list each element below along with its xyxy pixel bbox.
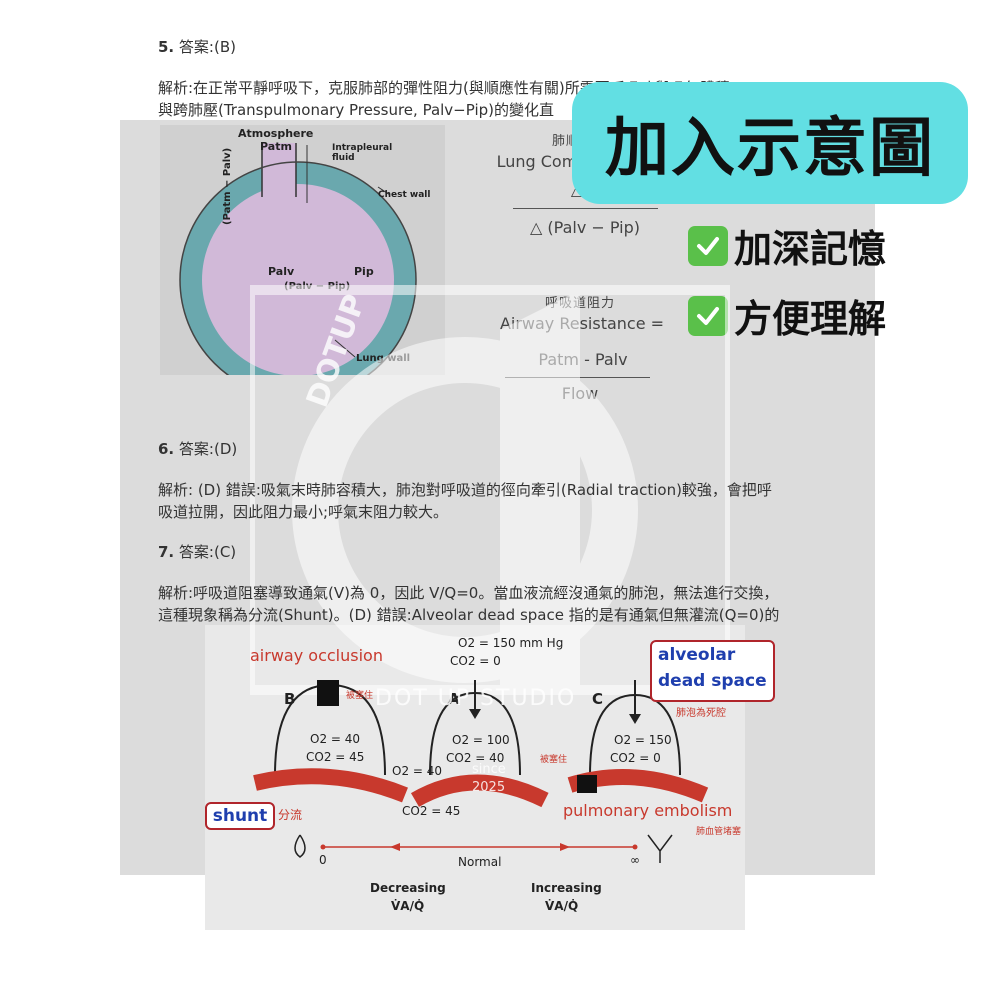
embolism-label: pulmonary embolism xyxy=(563,801,733,820)
q6-heading: 6. 答案:(D) xyxy=(158,440,238,458)
bullet-memory-label: 加深記憶 xyxy=(734,227,887,271)
c-co2: CO2 = 0 xyxy=(610,751,661,765)
label-a: A xyxy=(448,690,460,708)
alveolus-small-icon xyxy=(294,834,306,858)
intrapleural-label: Intrapleural xyxy=(332,143,393,153)
increasing-ratio: V̇A/Q̇ xyxy=(545,899,579,913)
blocked-note-b: 被塞住 xyxy=(346,691,374,701)
dead-space-note: 肺泡為死腔 xyxy=(676,708,726,719)
blocked-note-c: 被塞住 xyxy=(540,755,568,765)
q6-explanation-line2: 吸道拉開，因此阻力最小;呼氣末阻力較大。 xyxy=(158,503,449,521)
dead-space-box: alveolar dead space xyxy=(650,640,775,702)
b-co2: CO2 = 45 xyxy=(306,750,365,764)
c-o2: O2 = 150 xyxy=(614,733,672,747)
vq-diagram-svg xyxy=(253,680,709,863)
palv-label: Palv xyxy=(268,265,295,278)
label-c: C xyxy=(592,690,604,708)
airway-branch-icon xyxy=(647,834,673,863)
shunt-note: 分流 xyxy=(278,808,303,822)
top-o2: O2 = 150 mm Hg xyxy=(458,636,564,650)
q7-explanation-line2: 這種現象稱為分流(Shunt)。(D) 錯誤:Alveolar dead spa… xyxy=(158,606,780,624)
check-icon xyxy=(688,225,728,266)
q5-heading: 5. 答案:(B) xyxy=(158,38,236,56)
airway-occlusion-plug xyxy=(317,680,339,706)
patm-label: Patm xyxy=(260,140,292,153)
vessel-b xyxy=(253,768,408,803)
watermark-brand: DOT UP STUDIO xyxy=(375,686,577,711)
axis-infinity: ∞ xyxy=(630,853,640,867)
b-o2: O2 = 40 xyxy=(310,732,361,746)
embolism-note: 肺血管堵塞 xyxy=(696,827,742,837)
dead-space-line2: dead space xyxy=(658,671,767,691)
watermark-year: 2025 xyxy=(472,780,506,795)
dotup-watermark-logo xyxy=(250,285,730,695)
a-co2: CO2 = 40 xyxy=(446,751,505,765)
watermark-since: since xyxy=(472,762,506,777)
decreasing-label: Decreasing xyxy=(370,881,446,895)
axis-normal: Normal xyxy=(458,855,502,869)
bullet-memory: 加深記憶 xyxy=(688,218,886,273)
compliance-denominator: △ (Palv − Pip) xyxy=(530,218,640,237)
chest-wall-label: Chest wall xyxy=(378,190,431,200)
top-co2: CO2 = 0 xyxy=(450,654,501,668)
increasing-label: Increasing xyxy=(531,881,602,895)
q5-explanation-line2: 與跨肺壓(Transpulmonary Pressure, Palv−Pip)的… xyxy=(158,101,555,119)
blood-o2: O2 = 40 xyxy=(392,764,443,778)
vessel-a xyxy=(410,774,549,808)
airway-tube xyxy=(262,143,296,223)
blood-co2: CO2 = 45 xyxy=(402,804,461,818)
fluid-label: fluid xyxy=(332,153,355,163)
patm-minus-palv-label: (Patm − Palv) xyxy=(222,147,233,225)
axis-zero: 0 xyxy=(319,853,327,867)
embolism-block xyxy=(577,775,597,793)
atmosphere-label: Atmosphere xyxy=(238,127,314,140)
decreasing-ratio: V̇A/Q̇ xyxy=(391,899,425,913)
check-icon xyxy=(688,295,728,336)
bullet-understanding-label: 方便理解 xyxy=(734,297,887,341)
add-diagram-badge: 加入示意圖 xyxy=(572,82,968,204)
shunt-box: shunt xyxy=(205,802,275,830)
pip-label: Pip xyxy=(354,265,374,278)
dead-space-line1: alveolar xyxy=(658,645,736,665)
label-b: B xyxy=(284,690,296,708)
compliance-fraction-bar xyxy=(513,208,658,209)
q7-heading: 7. 答案:(C) xyxy=(158,543,237,561)
a-o2: O2 = 100 xyxy=(452,733,510,747)
bullet-understanding: 方便理解 xyxy=(688,288,886,343)
airway-occlusion-label: airway occlusion xyxy=(250,646,383,665)
q7-explanation-line1: 解析:呼吸道阻塞導致通氣(V)為 0，因此 V/Q=0。當血液流經沒通氣的肺泡，… xyxy=(158,584,779,602)
q6-explanation-line1: 解析: (D) 錯誤:吸氣末時肺容積大，肺泡對呼吸道的徑向牽引(Radial t… xyxy=(158,481,772,499)
